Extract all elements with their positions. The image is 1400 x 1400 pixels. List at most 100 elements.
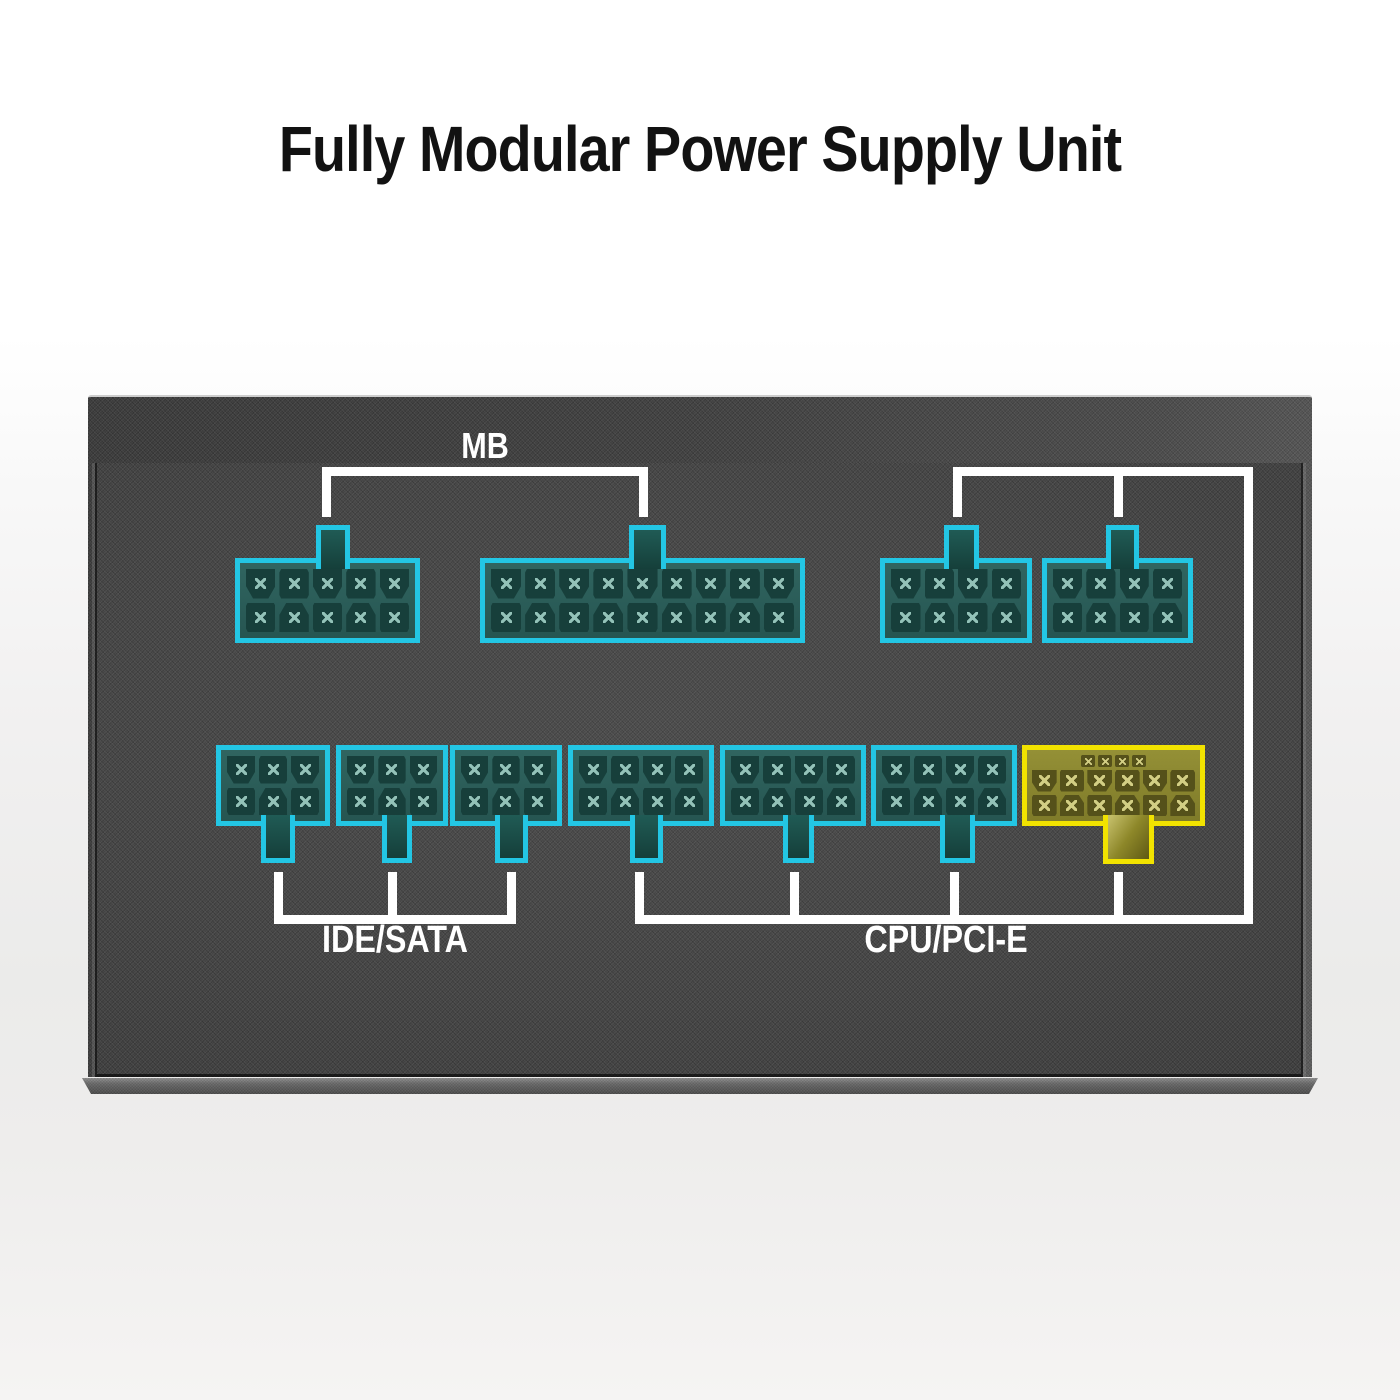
pin bbox=[1114, 794, 1140, 816]
mb-connector-10pin bbox=[235, 525, 420, 643]
pin bbox=[525, 602, 556, 632]
pin bbox=[559, 602, 590, 632]
pin-grid bbox=[1032, 770, 1195, 816]
pin bbox=[409, 756, 437, 784]
pin bbox=[946, 787, 974, 815]
connector-latch-tab bbox=[940, 815, 975, 863]
connector-latch-tab bbox=[261, 815, 295, 863]
ide-sata-6pin-3 bbox=[450, 745, 562, 863]
pin bbox=[1170, 794, 1195, 816]
pin-grid bbox=[1053, 569, 1182, 632]
sense-pin bbox=[1081, 755, 1095, 767]
sense-pin bbox=[1098, 755, 1112, 767]
pin bbox=[763, 756, 791, 784]
pin bbox=[731, 756, 759, 784]
pin bbox=[914, 787, 942, 815]
sense-pin bbox=[1132, 755, 1146, 767]
pin bbox=[259, 756, 287, 784]
pin bbox=[695, 569, 726, 599]
pin bbox=[1032, 794, 1057, 816]
top-right-bracket-drop-left bbox=[953, 467, 962, 517]
pin bbox=[978, 756, 1006, 784]
pin bbox=[924, 602, 954, 632]
pin bbox=[1059, 770, 1085, 792]
pin-grid bbox=[491, 569, 794, 632]
cpu-pcie-top-8pin-2 bbox=[1042, 525, 1193, 643]
pin bbox=[675, 756, 703, 784]
pin bbox=[1053, 602, 1083, 632]
pin bbox=[627, 569, 658, 599]
pin bbox=[958, 602, 988, 632]
pin bbox=[795, 787, 823, 815]
pin-grid bbox=[246, 569, 409, 632]
pin bbox=[1087, 794, 1112, 816]
pin bbox=[279, 569, 309, 599]
pin bbox=[579, 787, 607, 815]
pin bbox=[346, 602, 376, 632]
pin bbox=[593, 602, 624, 632]
pin bbox=[492, 787, 520, 815]
pin bbox=[378, 787, 406, 815]
pin bbox=[1059, 794, 1085, 816]
pin bbox=[409, 787, 437, 815]
ide-sata-bracket-drop-1 bbox=[274, 872, 283, 924]
pin bbox=[729, 602, 760, 632]
pin bbox=[379, 602, 409, 632]
pin bbox=[312, 569, 343, 599]
pin bbox=[643, 756, 671, 784]
pin bbox=[227, 756, 255, 784]
top-right-bracket-horizontal-line bbox=[953, 467, 1253, 476]
connector-latch-tab bbox=[382, 815, 412, 863]
pin bbox=[1053, 569, 1083, 599]
mb-bracket-horizontal-line bbox=[322, 467, 648, 476]
pin-grid bbox=[731, 756, 855, 815]
pin bbox=[1119, 602, 1149, 632]
pin bbox=[279, 602, 309, 632]
pin bbox=[695, 602, 726, 632]
pin-grid bbox=[579, 756, 703, 815]
pin bbox=[827, 756, 855, 784]
pin bbox=[643, 787, 671, 815]
pin bbox=[991, 569, 1021, 599]
ide-sata-6pin-2 bbox=[336, 745, 448, 863]
cpu-pcie-bracket-drop-1 bbox=[635, 872, 644, 924]
psu-bottom-edge bbox=[82, 1078, 1318, 1094]
connector-latch-tab bbox=[316, 525, 350, 569]
pin bbox=[1152, 569, 1182, 599]
pin bbox=[246, 602, 276, 632]
pcie5-12vhpwr-16pin bbox=[1022, 745, 1205, 864]
pin bbox=[795, 756, 823, 784]
pin bbox=[593, 569, 624, 599]
pin bbox=[246, 569, 276, 599]
right-riser-line bbox=[1244, 467, 1253, 924]
pin bbox=[1086, 602, 1116, 632]
pin bbox=[891, 569, 921, 599]
cpu-pcie-bracket-drop-4 bbox=[1114, 872, 1123, 924]
connector-latch-tab bbox=[944, 525, 979, 569]
connector-latch-tab bbox=[783, 815, 814, 863]
pin bbox=[491, 602, 522, 632]
mb-connector-18pin bbox=[480, 525, 805, 643]
pin bbox=[1114, 770, 1140, 792]
pin bbox=[379, 569, 409, 599]
connector-latch-tab bbox=[1103, 815, 1154, 864]
pin bbox=[291, 787, 319, 815]
connector-latch-tab bbox=[629, 525, 666, 569]
pin bbox=[882, 756, 910, 784]
sense-pin bbox=[1115, 755, 1129, 767]
pin bbox=[461, 787, 489, 815]
pin bbox=[1152, 602, 1182, 632]
pin bbox=[291, 756, 319, 784]
pin bbox=[978, 787, 1006, 815]
pin bbox=[492, 756, 520, 784]
pin bbox=[347, 787, 375, 815]
pin-grid bbox=[891, 569, 1021, 632]
pin bbox=[1032, 770, 1057, 792]
connector-latch-tab bbox=[495, 815, 528, 863]
pin bbox=[731, 787, 759, 815]
pin bbox=[729, 569, 760, 599]
cpu-pcie-bracket-drop-3 bbox=[950, 872, 959, 924]
pin bbox=[611, 756, 639, 784]
mb-bracket-drop-right bbox=[639, 467, 648, 517]
